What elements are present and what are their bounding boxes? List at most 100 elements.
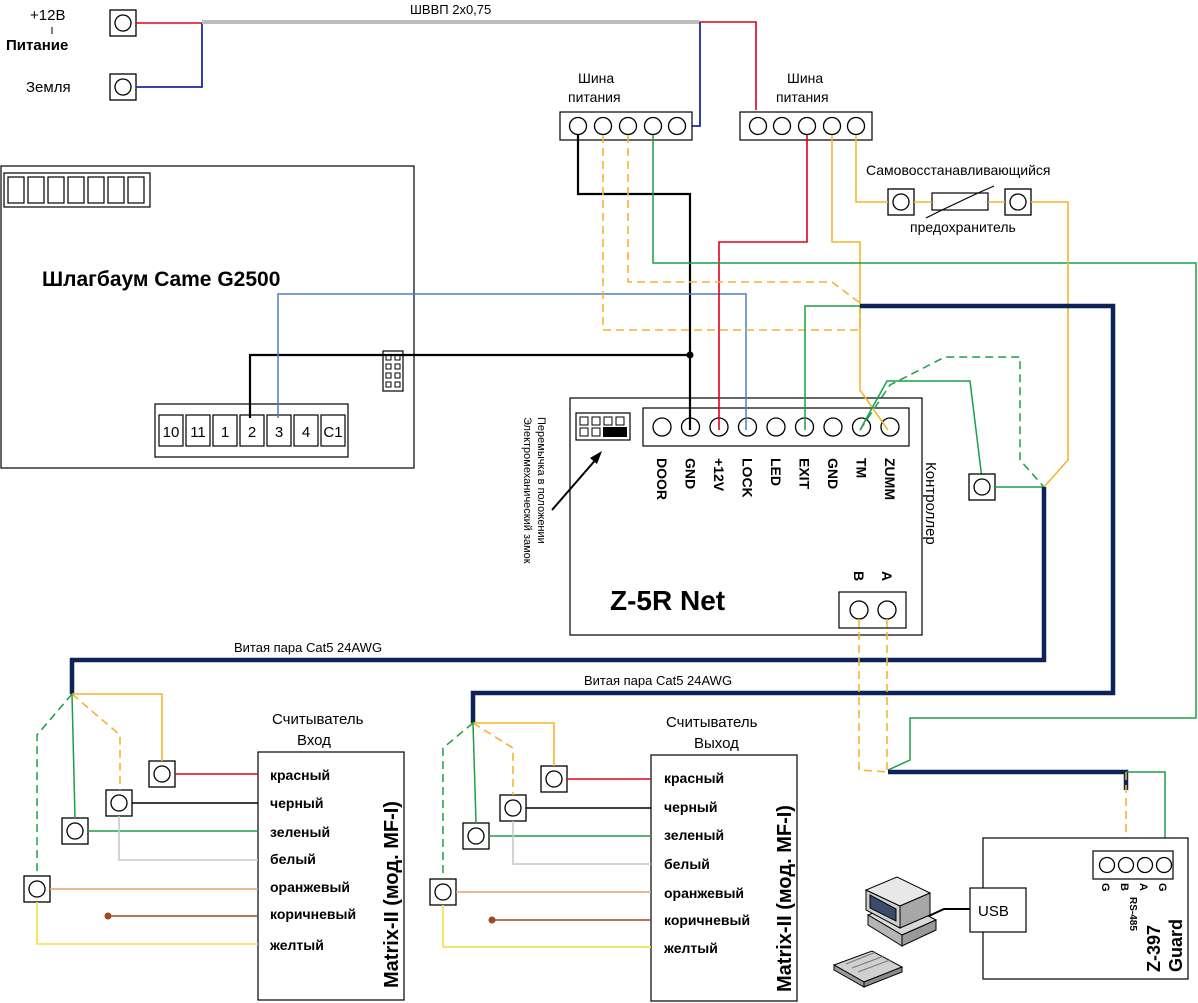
bus-right-label-2: питания <box>776 89 829 105</box>
reader-wire-label: оранжевый <box>270 879 350 895</box>
rs485-cable <box>888 769 1129 790</box>
zumm-yellow-wire <box>831 135 889 431</box>
barrier-terminal-label: 2 <box>248 424 256 441</box>
reader-in-title-1: Считыватель <box>272 711 364 728</box>
reader-out-brown-end <box>488 916 496 924</box>
controller-terminal <box>737 417 758 437</box>
fuse-terminal-right-screw <box>1009 193 1027 211</box>
guard-rs-label: RS-485 <box>1127 897 1138 931</box>
barrier-terminal-label: 1 <box>221 424 229 441</box>
reader-out-model: Matrix-II (мод. MF-I) <box>774 805 796 992</box>
bus-left-label-1: Шина <box>578 70 614 86</box>
reader-wire-label: оранжевый <box>664 885 744 901</box>
reader-wire-label: коричневый <box>664 912 750 928</box>
guard-usb-label: USB <box>978 903 1009 920</box>
controller-terminal-label: LOCK <box>740 458 756 498</box>
reader-wire-label: красный <box>664 770 724 786</box>
reader-in-pair-yellow <box>72 693 163 761</box>
reader-out-pair-green <box>472 722 477 824</box>
bus-right-plus-wire <box>700 21 757 110</box>
controller-terminal-label: DOOR <box>654 458 670 500</box>
fuse-label-1: Самовосстанавливающийся <box>866 162 1051 178</box>
bus-yellow-dashed-2 <box>627 135 861 304</box>
barrier-title: Шлагбаум Came G2500 <box>42 268 280 291</box>
barrier-display-cells <box>7 176 145 204</box>
jumper-icon <box>575 412 631 441</box>
reader-wire-label: черный <box>270 795 323 811</box>
reader-out-white <box>512 821 651 865</box>
jumper-arrow-head <box>590 451 602 464</box>
barrier-terminal <box>212 414 238 447</box>
barrier-connector-icon <box>382 350 404 392</box>
barrier-terminal-label: 4 <box>302 424 310 441</box>
reader-out-pair-green-dashed <box>442 722 474 879</box>
gnd-junction <box>686 351 694 359</box>
gnd-wire <box>576 135 692 430</box>
fuse-symbol <box>925 185 995 219</box>
barrier-terminal-label: 3 <box>275 424 283 441</box>
barrier-3-lock-wire <box>277 293 747 430</box>
controller-terminal <box>823 417 843 437</box>
fuse-terminal-left-screw <box>892 193 910 211</box>
ground-terminal-screw <box>114 78 132 96</box>
barrier-terminal <box>239 414 265 447</box>
rs-b-wire <box>858 619 889 773</box>
guard-pin-a: A <box>1137 883 1149 891</box>
reader-in-yellow <box>36 902 258 945</box>
twisted-pair-out <box>470 303 1116 723</box>
fuse-label-2: предохранитель <box>910 219 1016 235</box>
reader-wire-label: коричневый <box>270 906 356 922</box>
exit-button-screw <box>973 478 991 496</box>
guard-usb-box <box>969 887 1027 933</box>
reader-out-title-2: Выход <box>694 735 739 752</box>
guard-pin-g1: G <box>1099 883 1111 892</box>
controller-terminal-label: TM <box>854 458 870 478</box>
guard-pin-b: B <box>1118 883 1130 891</box>
barrier-terminal <box>158 414 184 447</box>
controller-terminal-label: GND <box>683 458 699 489</box>
controller-terminal <box>766 417 786 437</box>
reader-wire-label: зеленый <box>664 827 724 843</box>
bus-to-fuse-wire <box>855 135 888 203</box>
plus12-label: +12В <box>30 7 65 24</box>
reader-in-brown-end <box>104 912 112 920</box>
controller-terminal-label: +12V <box>711 458 727 492</box>
guard-g-wire <box>1126 771 1166 858</box>
barrier-terminal <box>185 414 211 447</box>
plus12-terminal-screw <box>114 14 132 32</box>
twisted-pair-2-label: Витая пара Cat5 24AWG <box>584 673 732 688</box>
reader-out-pair-yellow <box>473 722 555 766</box>
reader-in-pair-green <box>71 693 76 819</box>
controller-rs-b-label: B <box>851 571 867 581</box>
reader-out-title-1: Считыватель <box>666 714 758 731</box>
reader-in-pair-yellow-dashed <box>71 693 121 790</box>
bus-green-wire <box>652 135 1197 771</box>
jumper-arrow <box>551 456 599 511</box>
controller-rs-a <box>877 600 897 620</box>
controller-terminal <box>652 417 672 437</box>
controller-terminal-label: ZUMM <box>882 458 898 500</box>
controller-terminal <box>880 417 900 437</box>
reader-in-terminals <box>23 760 176 903</box>
controller-terminal-label: GND <box>825 458 841 489</box>
power-cable-label: ШВВП 2х0,75 <box>410 2 491 17</box>
barrier-terminal <box>293 414 319 447</box>
tm-green-wire <box>859 380 984 488</box>
bus-right-screws <box>748 116 866 136</box>
reader-out-box <box>650 754 798 1002</box>
twisted-pair-in <box>69 487 1047 694</box>
twisted-pair-1-label: Витая пара Cat5 24AWG <box>234 640 382 655</box>
reader-wire-label: желтый <box>663 940 718 956</box>
guard-model-1: Z-397 <box>1144 925 1164 972</box>
controller-rs-b <box>849 600 869 620</box>
fuse-to-reader-yellow <box>1031 201 1069 488</box>
reader-out-wire-labels: красный черный зеленый белый оранжевый коричн… <box>663 770 750 956</box>
reader-wire-label: зеленый <box>270 824 330 840</box>
barrier-terminal <box>266 414 292 447</box>
bus-right-label-1: Шина <box>787 70 823 86</box>
controller-side-label: Контроллер <box>922 462 939 545</box>
reader-out-terminals <box>429 765 568 906</box>
reader-wire-label: белый <box>664 856 710 872</box>
reader-out-yellow <box>442 905 651 948</box>
reader-wire-label: черный <box>664 799 717 815</box>
